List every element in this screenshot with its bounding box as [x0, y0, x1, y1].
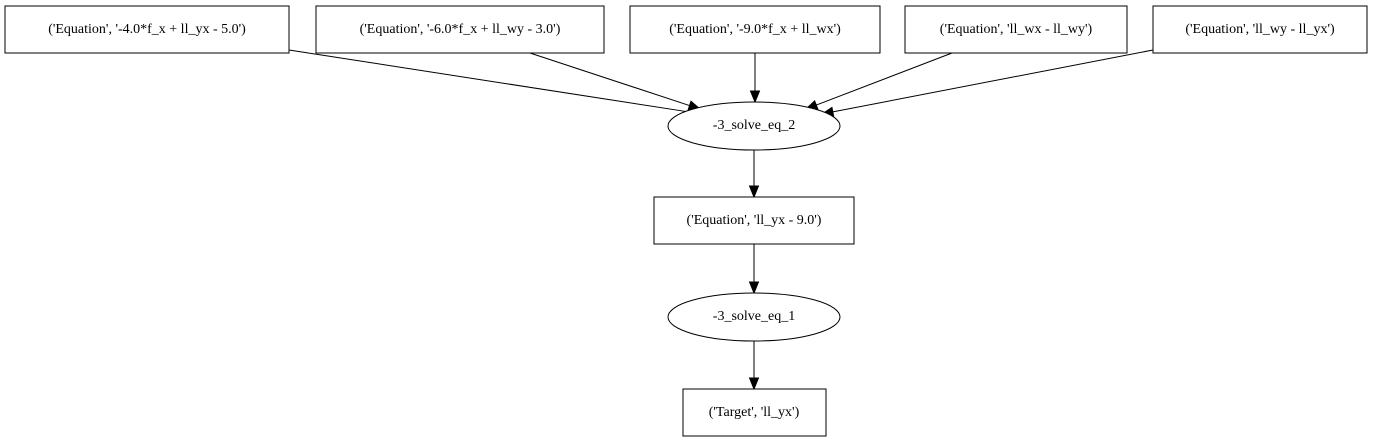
- edge-solve1-to-target: [748, 341, 760, 391]
- arrowhead-icon: [748, 185, 760, 199]
- edge-line: [529, 52, 690, 107]
- node-eq5: ('Equation', 'll_wy - ll_yx'): [1152, 5, 1368, 54]
- node-eq6-box: [653, 196, 855, 245]
- node-eq2: ('Equation', '-6.0*f_x + ll_wy - 3.0'): [315, 5, 605, 54]
- node-eq5-label: ('Equation', 'll_wy - ll_yx'): [1185, 22, 1335, 37]
- node-solve1-label: -3_solve_eq_1: [713, 309, 795, 324]
- node-target: ('Target', 'll_yx'): [682, 388, 827, 437]
- node-eq2-label: ('Equation', '-6.0*f_x + ll_wy - 3.0'): [360, 22, 561, 37]
- node-eq1-label: ('Equation', '-4.0*f_x + ll_yx - 5.0'): [48, 22, 246, 37]
- node-eq6: ('Equation', 'll_yx - 9.0'): [653, 196, 855, 245]
- node-solve1: -3_solve_eq_1: [667, 292, 841, 342]
- node-eq3: ('Equation', '-9.0*f_x + ll_wx'): [629, 5, 881, 54]
- edge-line: [288, 49, 692, 113]
- arrowhead-icon: [748, 377, 760, 391]
- node-target-box: [682, 388, 827, 437]
- edges-layer: [288, 49, 1154, 391]
- node-eq1-box: [4, 5, 290, 54]
- edge-eq1-to-solve2: [288, 49, 704, 118]
- node-eq1: ('Equation', '-4.0*f_x + ll_yx - 5.0'): [4, 5, 290, 54]
- edge-eq5-to-solve2: [820, 49, 1154, 117]
- node-solve2-label: -3_solve_eq_2: [713, 118, 795, 133]
- edge-line: [816, 52, 953, 106]
- edge-eq3-to-solve2: [749, 53, 761, 104]
- node-eq4: ('Equation', 'll_wx - ll_wy'): [904, 5, 1128, 54]
- node-eq2-box: [315, 5, 605, 54]
- edge-line: [832, 49, 1154, 113]
- edge-solve2-to-eq6: [748, 150, 760, 199]
- node-solve2-ellipse: [667, 101, 841, 151]
- arrowhead-icon: [749, 90, 761, 104]
- node-eq4-box: [904, 5, 1128, 54]
- edge-eq4-to-solve2: [804, 52, 953, 110]
- node-eq4-label: ('Equation', 'll_wx - ll_wy'): [940, 22, 1093, 37]
- node-eq5-box: [1152, 5, 1368, 54]
- node-target-label: ('Target', 'll_yx'): [709, 405, 800, 420]
- node-eq3-label: ('Equation', '-9.0*f_x + ll_wx'): [669, 22, 841, 37]
- edge-eq6-to-solve1: [748, 244, 760, 295]
- node-eq3-box: [629, 5, 881, 54]
- edge-eq2-to-solve2: [529, 52, 702, 111]
- node-solve2: -3_solve_eq_2: [667, 101, 841, 151]
- arrowhead-icon: [748, 281, 760, 295]
- node-solve1-ellipse: [667, 292, 841, 342]
- node-eq6-label: ('Equation', 'll_yx - 9.0'): [687, 213, 822, 228]
